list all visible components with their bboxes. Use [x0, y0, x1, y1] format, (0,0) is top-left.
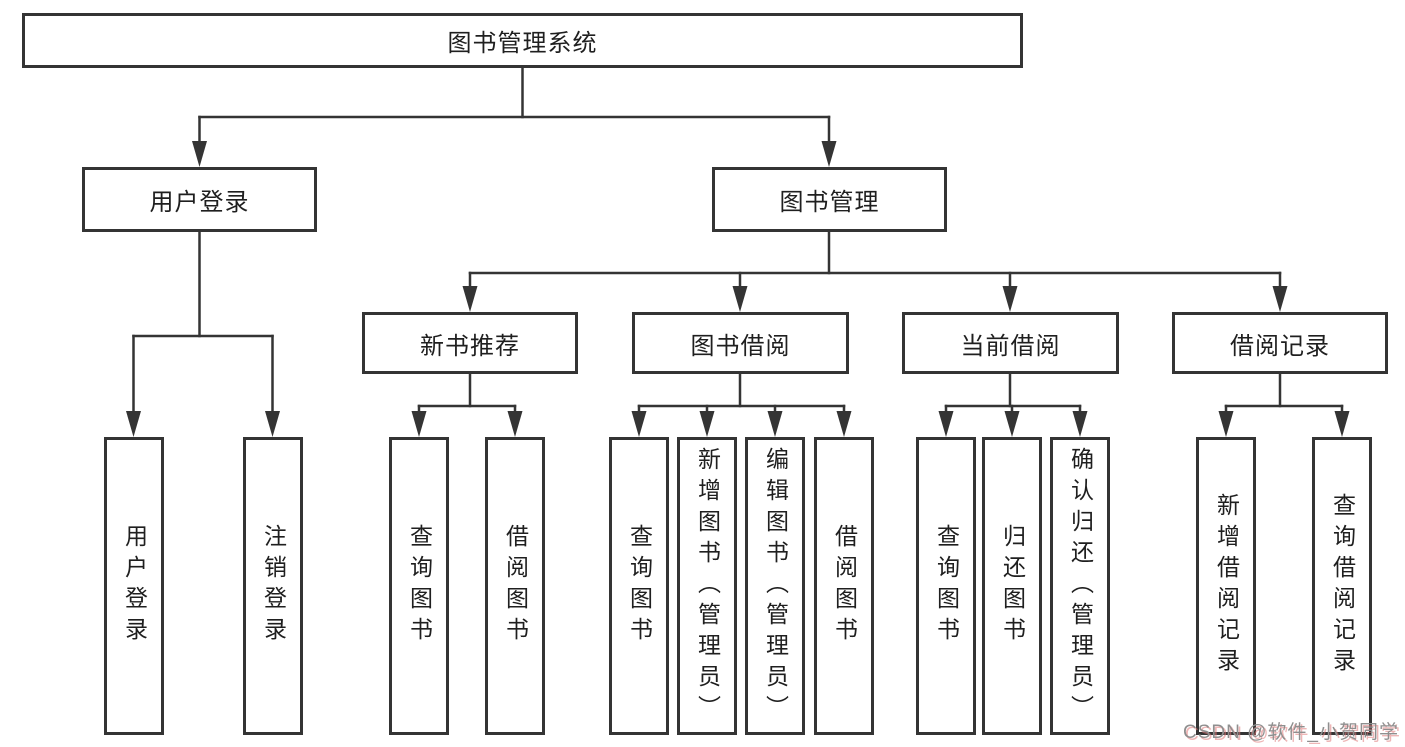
leaf-label: 新增借阅记录: [1213, 493, 1240, 679]
leaf-label: 借阅图书: [502, 524, 529, 648]
leaf-return-books: 归还图书: [982, 437, 1042, 735]
node-label: 用户登录: [149, 189, 250, 216]
node-root-library-system: 图书管理系统: [22, 13, 1023, 68]
leaf-label: 编辑图书（管理员）: [762, 446, 789, 726]
leaf-confirm-return-admin: 确认归还（管理员）: [1050, 437, 1110, 735]
leaf-user-login: 用户登录: [104, 437, 164, 735]
leaf-borrow-books-recommend: 借阅图书: [485, 437, 545, 735]
leaf-label: 归还图书: [999, 524, 1026, 648]
node-label: 借阅记录: [1230, 332, 1330, 360]
leaf-query-books-recommend: 查询图书: [389, 437, 449, 735]
leaf-label: 用户登录: [121, 524, 148, 648]
leaf-add-borrow-record: 新增借阅记录: [1196, 437, 1256, 735]
leaf-query-borrow-record: 查询借阅记录: [1312, 437, 1372, 735]
csdn-watermark: CSDN @软件_小贺同学: [1183, 722, 1399, 743]
leaf-label: 查询图书: [406, 524, 433, 648]
leaf-add-books-admin: 新增图书（管理员）: [677, 437, 737, 735]
node-current-borrow: 当前借阅: [902, 312, 1119, 374]
leaf-label: 注销登录: [260, 524, 287, 648]
leaf-label: 借阅图书: [831, 524, 858, 648]
leaf-edit-books-admin: 编辑图书（管理员）: [745, 437, 805, 735]
arrowhead-icons: [126, 141, 1350, 437]
node-book-borrow: 图书借阅: [632, 312, 849, 374]
node-label: 新书推荐: [420, 332, 520, 360]
leaf-label: 查询图书: [626, 524, 653, 648]
leaf-label: 查询图书: [933, 524, 960, 648]
node-label: 图书管理系统: [447, 30, 598, 57]
node-label: 图书借阅: [690, 332, 791, 360]
leaf-label: 查询借阅记录: [1329, 493, 1356, 679]
node-user-login: 用户登录: [82, 167, 317, 232]
leaf-label: 新增图书（管理员）: [694, 446, 721, 726]
node-new-book-recommend: 新书推荐: [362, 312, 578, 374]
leaf-logout-login: 注销登录: [243, 437, 303, 735]
node-label: 当前借阅: [960, 332, 1061, 360]
leaf-label: 确认归还（管理员）: [1067, 446, 1094, 726]
node-label: 图书管理: [779, 189, 880, 216]
leaf-query-books-borrow: 查询图书: [609, 437, 669, 735]
node-book-management: 图书管理: [712, 167, 947, 232]
leaf-query-books-current: 查询图书: [916, 437, 976, 735]
node-borrow-records: 借阅记录: [1172, 312, 1388, 374]
leaf-borrow-books: 借阅图书: [814, 437, 874, 735]
